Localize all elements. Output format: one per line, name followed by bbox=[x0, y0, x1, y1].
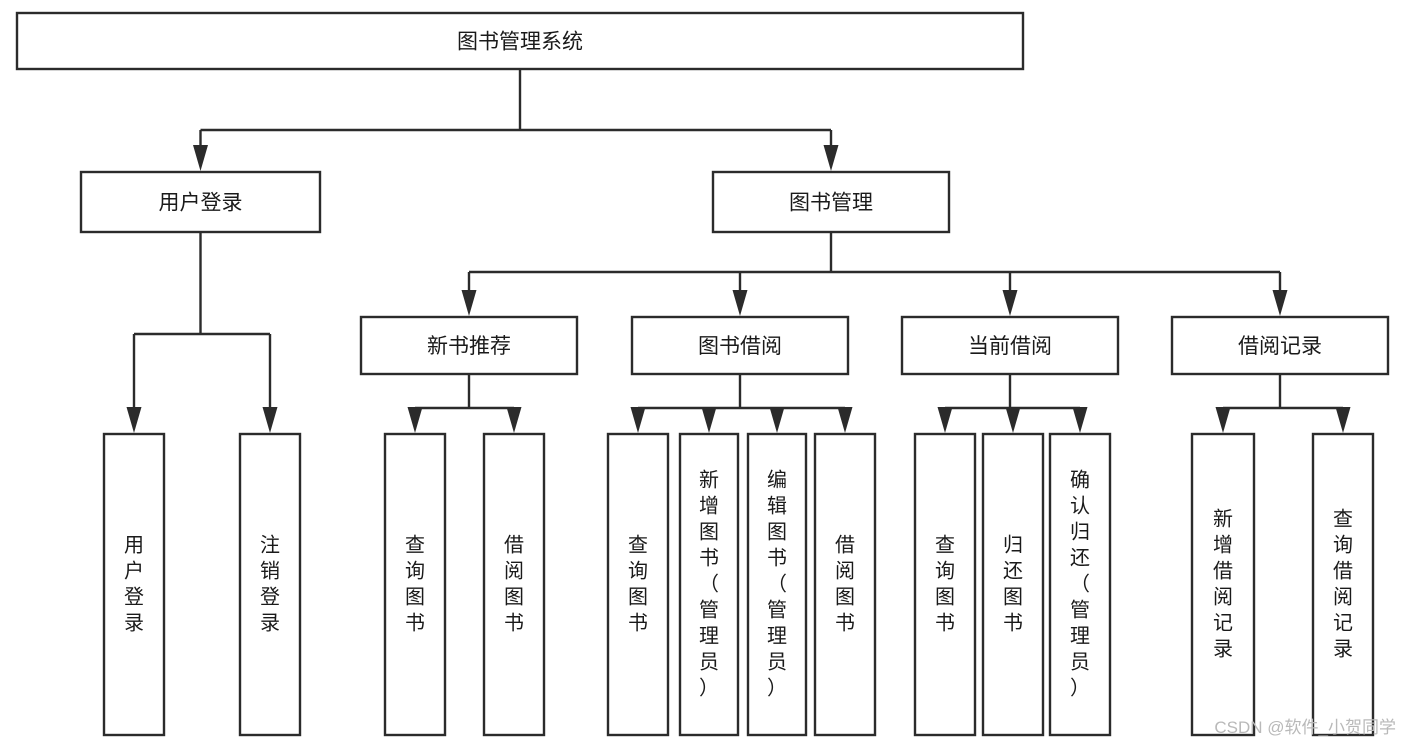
node-root[interactable]: 图书管理系统 bbox=[15, 11, 1025, 71]
node-current-borrow[interactable]: 当前借阅 bbox=[900, 315, 1120, 376]
node-leaf-borrow-book-2[interactable]: 借阅图书 bbox=[813, 432, 877, 737]
node-leaf-add-record[interactable]: 新增借阅记录 bbox=[1190, 432, 1256, 737]
node-box bbox=[606, 432, 670, 737]
node-leaf-query-book-3[interactable]: 查询图书 bbox=[913, 432, 977, 737]
node-box bbox=[900, 315, 1120, 376]
arrow-head-icon bbox=[937, 407, 953, 433]
node-user-login[interactable]: 用户登录 bbox=[79, 170, 322, 234]
arrow-head-icon bbox=[1272, 290, 1288, 316]
arrow-head-icon bbox=[823, 145, 839, 171]
arrow-head-icon bbox=[461, 290, 477, 316]
node-box bbox=[238, 432, 302, 737]
node-leaf-borrow-book-1[interactable]: 借阅图书 bbox=[482, 432, 546, 737]
node-leaf-confirm-return[interactable]: 确认归还（管理员） bbox=[1048, 432, 1112, 737]
node-box bbox=[813, 432, 877, 737]
node-box bbox=[1170, 315, 1390, 376]
node-label: 查询图书 bbox=[628, 534, 648, 635]
connector-group-current-borrow bbox=[937, 374, 1088, 433]
arrow-head-icon bbox=[1215, 407, 1231, 433]
arrow-head-icon bbox=[1335, 407, 1351, 433]
arrow-head-icon bbox=[1002, 290, 1018, 316]
node-label: 用户登录 bbox=[124, 535, 144, 635]
arrow-head-icon bbox=[407, 407, 423, 433]
node-leaf-query-record[interactable]: 查询借阅记录 bbox=[1311, 432, 1375, 737]
csdn-watermark: CSDN @软件_小贺同学 bbox=[1214, 718, 1396, 737]
node-label: 注销登录 bbox=[260, 534, 280, 635]
connector-group-book-manage bbox=[461, 232, 1288, 316]
node-box bbox=[913, 432, 977, 737]
node-label: 图书借阅 bbox=[698, 335, 782, 358]
node-label: 查询图书 bbox=[405, 534, 425, 635]
node-label: 借阅图书 bbox=[835, 534, 855, 635]
node-label: 查询借阅记录 bbox=[1333, 508, 1353, 661]
node-label: 图书管理 bbox=[789, 192, 873, 215]
node-borrow-record[interactable]: 借阅记录 bbox=[1170, 315, 1390, 376]
node-leaf-logout[interactable]: 注销登录 bbox=[238, 432, 302, 737]
node-box bbox=[1190, 432, 1256, 737]
connector-group-borrow-record bbox=[1215, 374, 1351, 433]
node-layer: 图书管理系统用户登录图书管理新书推荐图书借阅当前借阅借阅记录用户登录注销登录查询… bbox=[15, 11, 1390, 737]
arrow-head-icon bbox=[1072, 407, 1088, 433]
node-box bbox=[1311, 432, 1375, 737]
node-leaf-return-book[interactable]: 归还图书 bbox=[981, 432, 1045, 737]
arrow-head-icon bbox=[630, 407, 646, 433]
node-label: 借阅图书 bbox=[504, 534, 524, 635]
connector-group-root bbox=[193, 69, 839, 171]
node-label: 借阅记录 bbox=[1238, 335, 1322, 358]
connector-group-new-book-rec bbox=[407, 374, 522, 433]
node-box bbox=[981, 432, 1045, 737]
connector-group-book-borrow bbox=[630, 374, 853, 433]
node-book-manage[interactable]: 图书管理 bbox=[711, 170, 951, 234]
node-box bbox=[15, 11, 1025, 71]
node-box bbox=[630, 315, 850, 376]
node-label: 确认归还（管理员） bbox=[1070, 469, 1090, 700]
arrow-head-icon bbox=[1005, 407, 1021, 433]
node-label: 用户登录 bbox=[159, 192, 243, 215]
arrow-head-icon bbox=[769, 407, 785, 433]
connector-layer bbox=[126, 69, 1351, 433]
arrow-head-icon bbox=[837, 407, 853, 433]
node-box bbox=[482, 432, 546, 737]
node-label: 图书管理系统 bbox=[457, 31, 583, 54]
node-book-borrow[interactable]: 图书借阅 bbox=[630, 315, 850, 376]
node-box bbox=[711, 170, 951, 234]
node-box bbox=[383, 432, 447, 737]
node-leaf-edit-book[interactable]: 编辑图书（管理员） bbox=[746, 432, 808, 737]
node-box bbox=[102, 432, 166, 737]
node-label: 新增图书（管理员） bbox=[699, 469, 719, 700]
node-box bbox=[746, 432, 808, 737]
node-leaf-add-book[interactable]: 新增图书（管理员） bbox=[678, 432, 740, 737]
node-leaf-query-book-1[interactable]: 查询图书 bbox=[383, 432, 447, 737]
node-box bbox=[79, 170, 322, 234]
arrow-head-icon bbox=[732, 290, 748, 316]
node-new-book-rec[interactable]: 新书推荐 bbox=[359, 315, 579, 376]
arrow-head-icon bbox=[506, 407, 522, 433]
node-leaf-query-book-2[interactable]: 查询图书 bbox=[606, 432, 670, 737]
arrow-head-icon bbox=[701, 407, 717, 433]
node-label: 编辑图书（管理员） bbox=[767, 469, 787, 700]
node-label: 新书推荐 bbox=[427, 335, 511, 358]
arrow-head-icon bbox=[193, 145, 208, 171]
arrow-head-icon bbox=[262, 407, 278, 433]
node-label: 新增借阅记录 bbox=[1213, 508, 1233, 661]
connector-group-user-login bbox=[126, 232, 278, 433]
node-box bbox=[678, 432, 740, 737]
node-label: 归还图书 bbox=[1003, 534, 1023, 635]
node-leaf-user-login[interactable]: 用户登录 bbox=[102, 432, 166, 737]
node-box bbox=[359, 315, 579, 376]
node-box bbox=[1048, 432, 1112, 737]
arrow-head-icon bbox=[126, 407, 142, 433]
node-label: 查询图书 bbox=[935, 534, 955, 635]
node-label: 当前借阅 bbox=[968, 335, 1052, 358]
